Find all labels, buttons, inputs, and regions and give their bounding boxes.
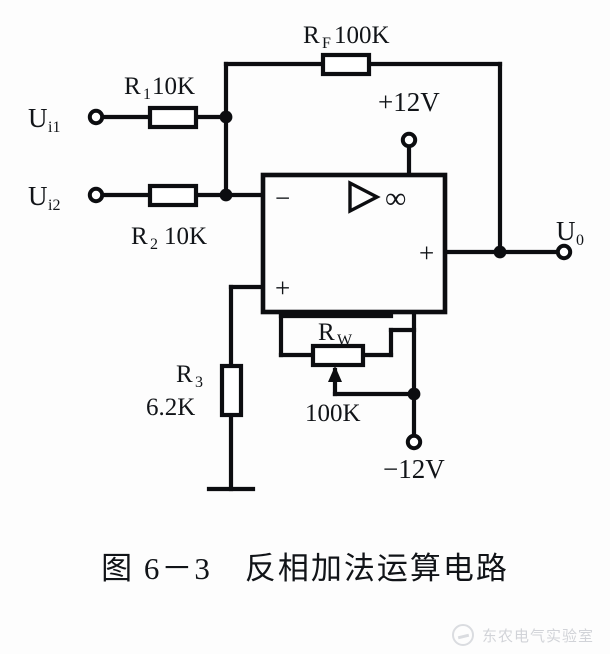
label-u0-subscript: 0	[576, 232, 584, 249]
resistor-r1	[147, 105, 199, 130]
label-ui1-subscript: i1	[48, 119, 60, 136]
label-r1-subscript: 1	[143, 86, 151, 103]
junction-dot-vminus-node	[407, 387, 421, 401]
label-vplus: +12V	[378, 87, 440, 117]
label-rw-value: 100K	[305, 400, 361, 427]
label-vminus: −12V	[383, 454, 445, 484]
label-rf-subscript: F	[322, 35, 331, 52]
potentiometer-rw	[310, 343, 366, 368]
opamp-body	[260, 172, 448, 315]
label-r1-name: R	[124, 73, 141, 100]
label-rw-name: R	[318, 319, 335, 346]
terminal-u0[interactable]	[555, 243, 573, 261]
label-r3-subscript: 3	[195, 374, 203, 391]
opamp-noninverting-input-label: +	[275, 273, 290, 303]
label-r1-value: 10K	[152, 73, 195, 100]
resistor-rf	[320, 52, 372, 77]
label-r3-name: R	[176, 361, 193, 388]
label-r2-name: R	[131, 223, 148, 250]
label-rf-value: 100K	[334, 22, 390, 49]
junction-dot-output-node	[493, 245, 507, 259]
label-rf-name: R	[303, 22, 320, 49]
opamp-inverting-input-label: −	[275, 183, 290, 213]
terminal-vplus[interactable]	[400, 131, 418, 149]
label-r2-value: 10K	[164, 223, 207, 250]
resistor-r3	[219, 363, 244, 418]
terminal-ui1[interactable]	[87, 108, 105, 126]
label-ui2-subscript: i2	[48, 197, 60, 214]
terminal-vminus[interactable]	[405, 433, 423, 451]
opamp-output-plus-label: +	[419, 238, 434, 268]
resistor-r2	[147, 183, 199, 208]
label-u0: U	[556, 216, 576, 246]
amplifier-triangle-icon	[348, 180, 381, 214]
label-rw-subscript: W	[337, 332, 353, 349]
terminal-ui2[interactable]	[87, 186, 105, 204]
label-r3-value: 6.2K	[146, 394, 195, 421]
label-ui1: U	[28, 103, 48, 133]
opamp-gain-label: ∞	[385, 182, 406, 215]
label-ui2: U	[28, 181, 48, 211]
wiper-arrow-icon	[328, 366, 342, 382]
junction-dot-summing-node	[219, 188, 233, 202]
label-r2-subscript: 2	[150, 236, 158, 253]
junction-dot-ui1-node	[219, 110, 233, 124]
